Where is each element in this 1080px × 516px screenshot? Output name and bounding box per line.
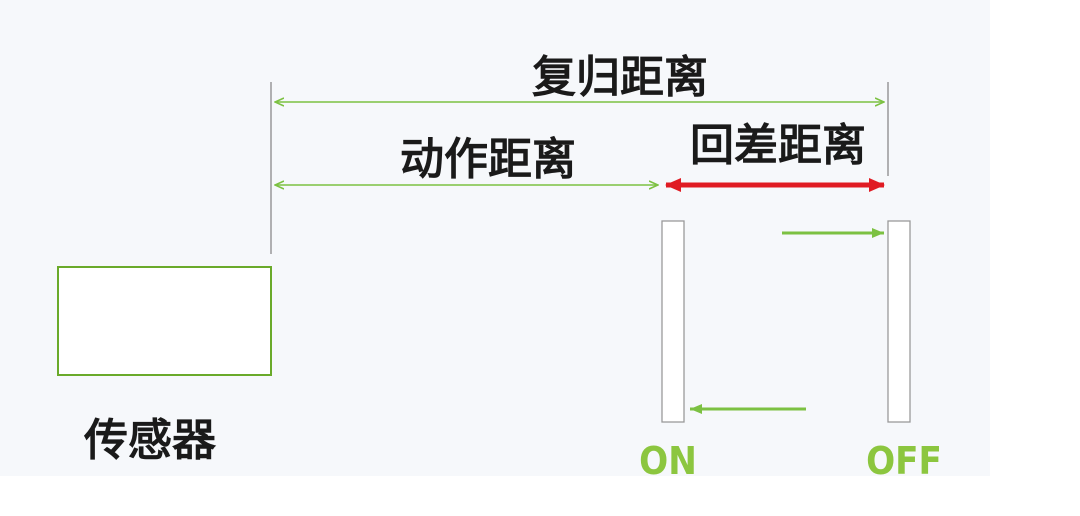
on-label: ON xyxy=(639,439,697,483)
off-label: OFF xyxy=(866,439,942,483)
sensor-label: 传感器 xyxy=(83,415,217,466)
hysteresis-distance-label: 回差距离 xyxy=(690,120,866,171)
on-target-plate xyxy=(661,220,685,423)
action-distance-label: 动作距离 xyxy=(400,134,576,185)
off-target-plate xyxy=(887,220,911,423)
reset-distance-label: 复归距离 xyxy=(532,52,708,103)
sensor-box xyxy=(57,266,272,376)
background-panel xyxy=(0,0,990,476)
